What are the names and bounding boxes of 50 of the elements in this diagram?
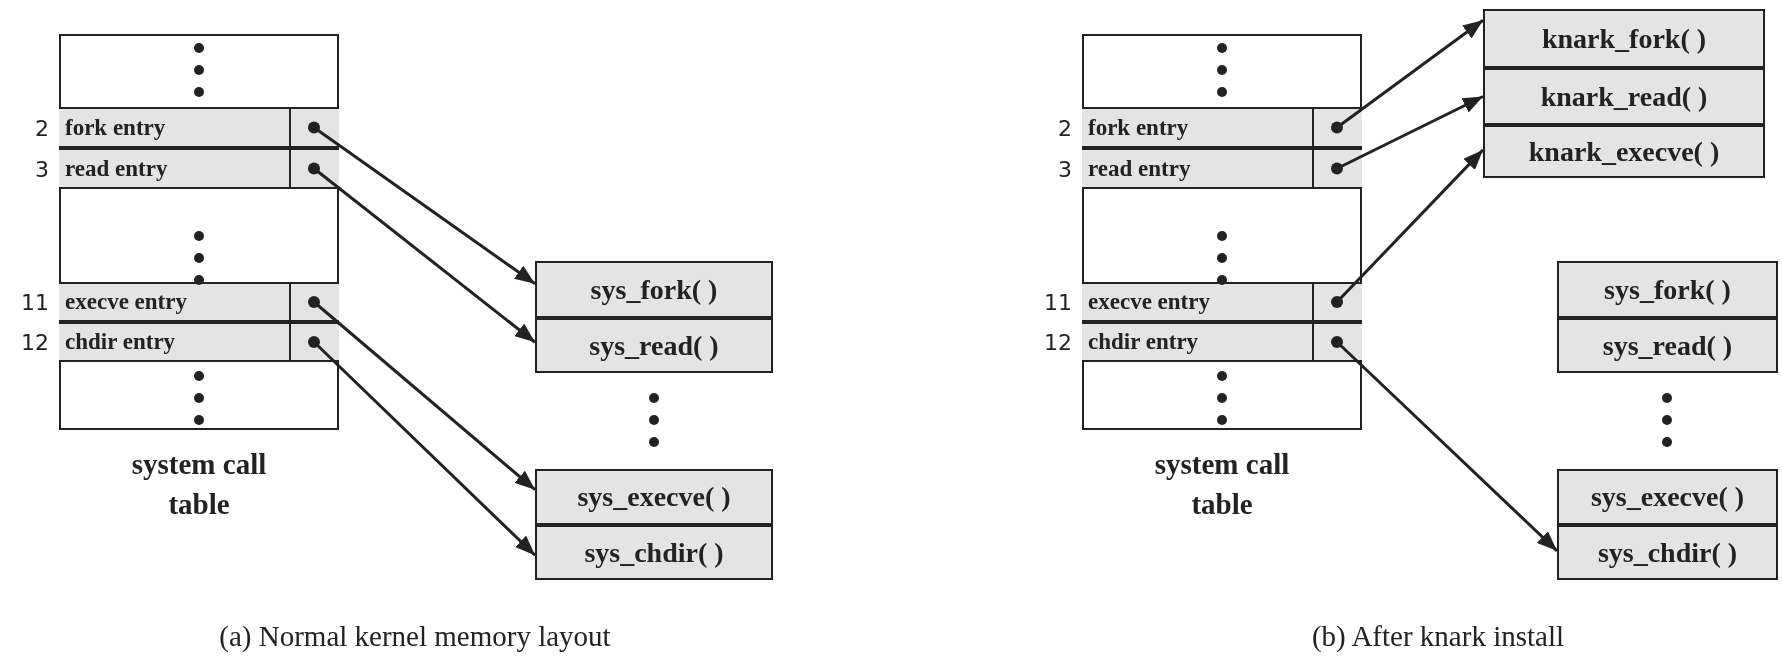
pointer-arrow [308, 336, 537, 557]
entry-label: execve entry [1087, 289, 1211, 315]
entry-label: chdir entry [1087, 329, 1200, 355]
function-box [1483, 125, 1765, 178]
function-box [1483, 9, 1765, 68]
function-label: knark_execve( ) [1528, 135, 1720, 168]
function-label: sys_chdir( ) [1597, 536, 1738, 569]
function-box [535, 261, 773, 318]
function-label: knark_read( ) [1540, 80, 1708, 113]
function-box [535, 525, 773, 580]
entry-label: execve entry [64, 289, 188, 315]
row-number: 11 [1044, 289, 1072, 315]
function-box [1557, 469, 1778, 525]
function-label: sys_fork( ) [1604, 273, 1731, 306]
function-box [535, 469, 773, 525]
function-label: sys_fork( ) [590, 273, 718, 306]
function-box [1483, 68, 1765, 125]
row-number: 3 [35, 156, 49, 181]
figure-caption: (a) Normal kernel memory layout [219, 620, 611, 653]
pointer-arrow [1331, 95, 1484, 175]
function-label: sys_execve( ) [577, 481, 731, 513]
function-label: sys_read( ) [589, 329, 719, 362]
entry-label: read entry [1087, 155, 1192, 182]
entry-label: read entry [64, 155, 169, 182]
pointer-arrow [1331, 336, 1559, 552]
entry-label: fork entry [64, 114, 167, 141]
function-label: sys_execve( ) [1590, 481, 1745, 513]
table-caption: system call table [130, 447, 268, 522]
function-box [1557, 318, 1778, 373]
function-box [535, 318, 773, 373]
entry-label: fork entry [1087, 114, 1190, 141]
function-box [1557, 525, 1778, 580]
function-label: sys_read( ) [1602, 329, 1733, 362]
row-number: 3 [1058, 156, 1072, 181]
function-box [1557, 261, 1778, 318]
function-label: sys_chdir( ) [584, 536, 724, 569]
row-number: 2 [1058, 115, 1072, 140]
entry-label: chdir entry [64, 329, 177, 355]
pointer-arrow [308, 296, 536, 491]
table-caption: system call table [1153, 447, 1291, 522]
pointer-arrow [1331, 19, 1484, 134]
pointer-arrow [308, 162, 536, 344]
figure-caption: (b) After knark install [1311, 620, 1565, 653]
row-number: 2 [35, 115, 49, 140]
row-number: 12 [21, 329, 49, 355]
pointer-arrow [308, 121, 536, 286]
row-number: 11 [21, 289, 49, 315]
function-label: knark_fork( ) [1541, 22, 1707, 55]
row-number: 12 [1044, 329, 1072, 355]
pointer-arrow [1331, 148, 1485, 308]
